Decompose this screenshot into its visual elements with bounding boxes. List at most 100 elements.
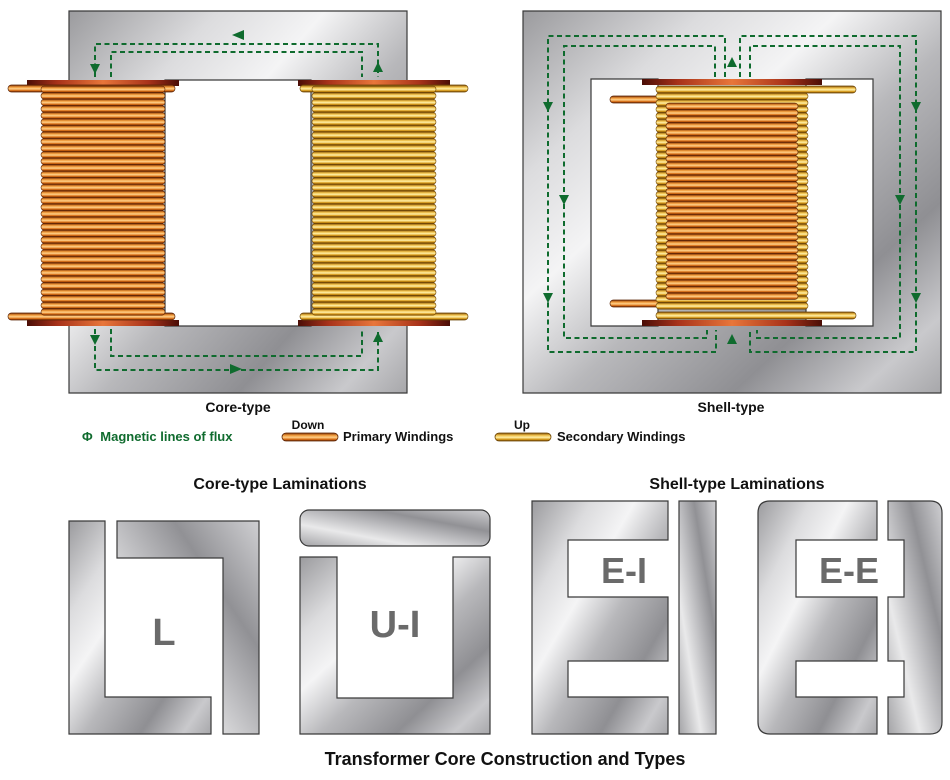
- core-type-secondary-winding: [298, 80, 469, 326]
- winding-turn: [40, 144, 166, 152]
- winding-turn: [311, 197, 437, 205]
- winding-turn: [665, 200, 799, 209]
- winding-turn: [311, 98, 437, 106]
- winding-turn: [311, 262, 437, 270]
- winding-turn: [665, 148, 799, 156]
- winding-turn: [665, 135, 799, 143]
- flux-arrow-icon: [373, 62, 383, 72]
- flux-arrow-icon: [543, 293, 553, 303]
- winding-turn: [40, 288, 166, 296]
- winding-turn: [311, 144, 437, 152]
- l-piece: [68, 520, 212, 735]
- winding-turn: [40, 197, 166, 205]
- winding-turn: [40, 177, 166, 185]
- flux-arrow-icon: [559, 195, 569, 205]
- winding-turn: [665, 128, 799, 137]
- winding-turn: [40, 262, 166, 270]
- winding-turn: [665, 109, 799, 117]
- winding-turn: [665, 142, 799, 150]
- winding-turn: [665, 266, 799, 274]
- flux-arrow-icon: [230, 364, 242, 374]
- winding-turn: [40, 275, 166, 283]
- winding-turn: [665, 174, 799, 182]
- flux-arrow-icon: [911, 102, 921, 112]
- winding-turn: [40, 98, 166, 106]
- winding-turn: [665, 115, 799, 123]
- winding-turn: [665, 246, 799, 254]
- winding-turn: [311, 236, 437, 244]
- e-piece-right: [887, 500, 943, 735]
- winding-turn: [665, 227, 799, 235]
- winding-turn: [311, 125, 437, 133]
- winding-turn: [311, 275, 437, 283]
- primary-wire-swatch-icon: [281, 432, 339, 442]
- i-piece: [678, 500, 717, 735]
- winding-turn: [40, 282, 166, 290]
- winding-turn: [311, 210, 437, 218]
- winding-turn: [311, 295, 437, 303]
- winding-turn: [40, 210, 166, 218]
- winding-turn: [665, 279, 799, 287]
- lead-wire: [655, 311, 857, 320]
- coil-flange: [642, 79, 822, 85]
- winding-turn: [311, 308, 437, 316]
- winding-turn: [311, 301, 437, 309]
- flux-arrow-icon: [543, 102, 553, 112]
- shell-type-transformer: Shell-type: [522, 10, 942, 415]
- flux-arrow-icon: [895, 195, 905, 205]
- i-piece: [299, 509, 491, 547]
- winding-turn: [40, 170, 166, 178]
- coil-flange: [27, 80, 179, 86]
- winding-turn: [311, 216, 437, 224]
- winding-turn: [40, 249, 166, 257]
- winding-turn: [311, 282, 437, 290]
- winding-turn: [665, 233, 799, 241]
- winding-turn: [311, 203, 437, 211]
- l-piece: [116, 520, 260, 735]
- winding-turn: [665, 194, 799, 202]
- winding-turn: [40, 151, 166, 159]
- winding-turn: [311, 170, 437, 178]
- winding-turn: [655, 92, 809, 100]
- legend-flux-label: Magnetic lines of flux: [100, 429, 233, 444]
- winding-turn: [311, 242, 437, 251]
- winding-turn: [40, 269, 166, 277]
- u-piece: [299, 556, 491, 735]
- shell-type-windings: [609, 79, 857, 326]
- legend-flux: Φ Magnetic lines of flux: [82, 429, 233, 444]
- lamination-l: L: [68, 520, 260, 735]
- winding-turn: [40, 183, 166, 192]
- coil-flange: [27, 320, 179, 326]
- winding-turn: [665, 168, 799, 176]
- winding-turn: [311, 92, 437, 100]
- core-type-label: Core-type: [205, 399, 271, 415]
- lamination-e-e: E-E: [757, 500, 943, 735]
- lamination-l-label: L: [152, 612, 175, 654]
- shell-type-label: Shell-type: [698, 399, 765, 415]
- shell-laminations-heading: Shell-type Laminations: [649, 476, 824, 493]
- winding-turn: [40, 164, 166, 172]
- winding-turn: [311, 229, 437, 237]
- phi-symbol: Φ: [82, 429, 93, 444]
- winding-turn: [311, 288, 437, 296]
- winding-turn: [665, 220, 799, 228]
- e-piece: [531, 500, 669, 735]
- winding-turn: [40, 301, 166, 309]
- winding-turn: [311, 183, 437, 192]
- winding-turn: [40, 131, 166, 139]
- lead-wire: [655, 85, 857, 94]
- winding-turn: [311, 177, 437, 185]
- winding-turn: [311, 151, 437, 159]
- winding-turn: [40, 308, 166, 316]
- winding-turn: [311, 223, 437, 231]
- winding-turn: [40, 125, 166, 133]
- winding-turn: [40, 229, 166, 237]
- winding-turn: [40, 236, 166, 244]
- winding-turn: [40, 85, 166, 93]
- winding-turn: [311, 105, 437, 113]
- flux-arrow-icon: [373, 332, 383, 342]
- flux-arrow-icon: [727, 57, 737, 67]
- coil-flange: [642, 320, 822, 326]
- winding-turn: [311, 138, 437, 146]
